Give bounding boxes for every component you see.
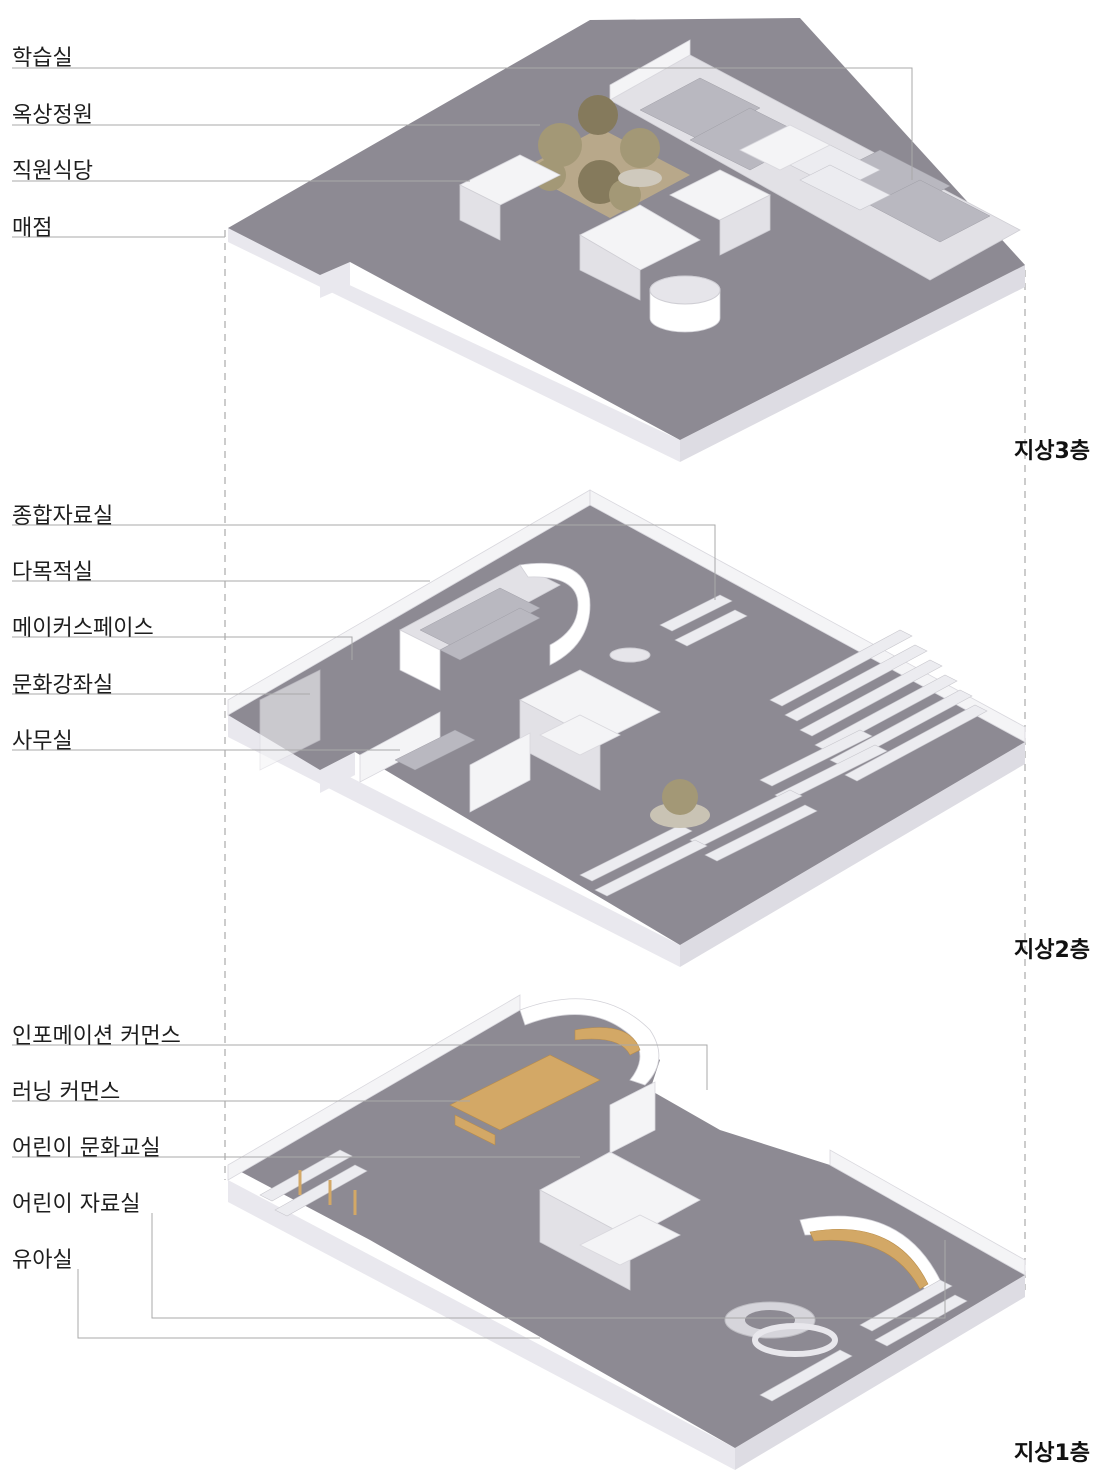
- leader-line: [77, 1269, 540, 1339]
- room-label: 어린이 자료실: [12, 1192, 140, 1217]
- floor-1-model: [227, 994, 1026, 1470]
- leader-line: [151, 1213, 946, 1319]
- leader-line: [12, 524, 716, 600]
- room-label: 매점: [12, 216, 52, 241]
- floor-label: 지상2층: [1014, 938, 1090, 963]
- floor-3-model: [228, 18, 1025, 462]
- room-label: 어린이 문화교실: [12, 1136, 161, 1161]
- round-core: [649, 275, 721, 333]
- room-label: 사무실: [12, 729, 73, 754]
- alignment-guides: [224, 230, 1026, 1290]
- multipurpose-hall: [399, 562, 591, 691]
- room-label: 학습실: [12, 46, 73, 71]
- room-label: 문화강좌실: [12, 673, 113, 698]
- room-label: 러닝 커먼스: [12, 1080, 120, 1105]
- information-rotunda: [519, 998, 660, 1086]
- leader-line: [12, 636, 353, 660]
- room-label: 인포메이션 커먼스: [12, 1024, 181, 1049]
- leader-line: [12, 1044, 708, 1090]
- room-labels: 학습실옥상정원직원식당매점지상3층종합자료실다목적실메이커스페이스문화강좌실사무…: [12, 46, 1090, 1466]
- room-label: 유아실: [12, 1248, 73, 1273]
- floor-2-model: [227, 489, 1026, 967]
- floor-label: 지상1층: [1014, 1441, 1090, 1466]
- room-label: 직원식당: [12, 159, 93, 184]
- room-label: 메이커스페이스: [12, 616, 154, 641]
- leader-line: [12, 67, 913, 180]
- childrens-area: [724, 1215, 941, 1357]
- room-label: 옥상정원: [12, 103, 93, 128]
- book-stacks: [579, 594, 988, 897]
- room-label: 다목적실: [12, 560, 93, 585]
- learning-commons-table: [449, 1054, 601, 1146]
- floor-label: 지상3층: [1014, 439, 1090, 464]
- room-label: 종합자료실: [12, 504, 113, 529]
- children-shelves: [259, 1149, 368, 1217]
